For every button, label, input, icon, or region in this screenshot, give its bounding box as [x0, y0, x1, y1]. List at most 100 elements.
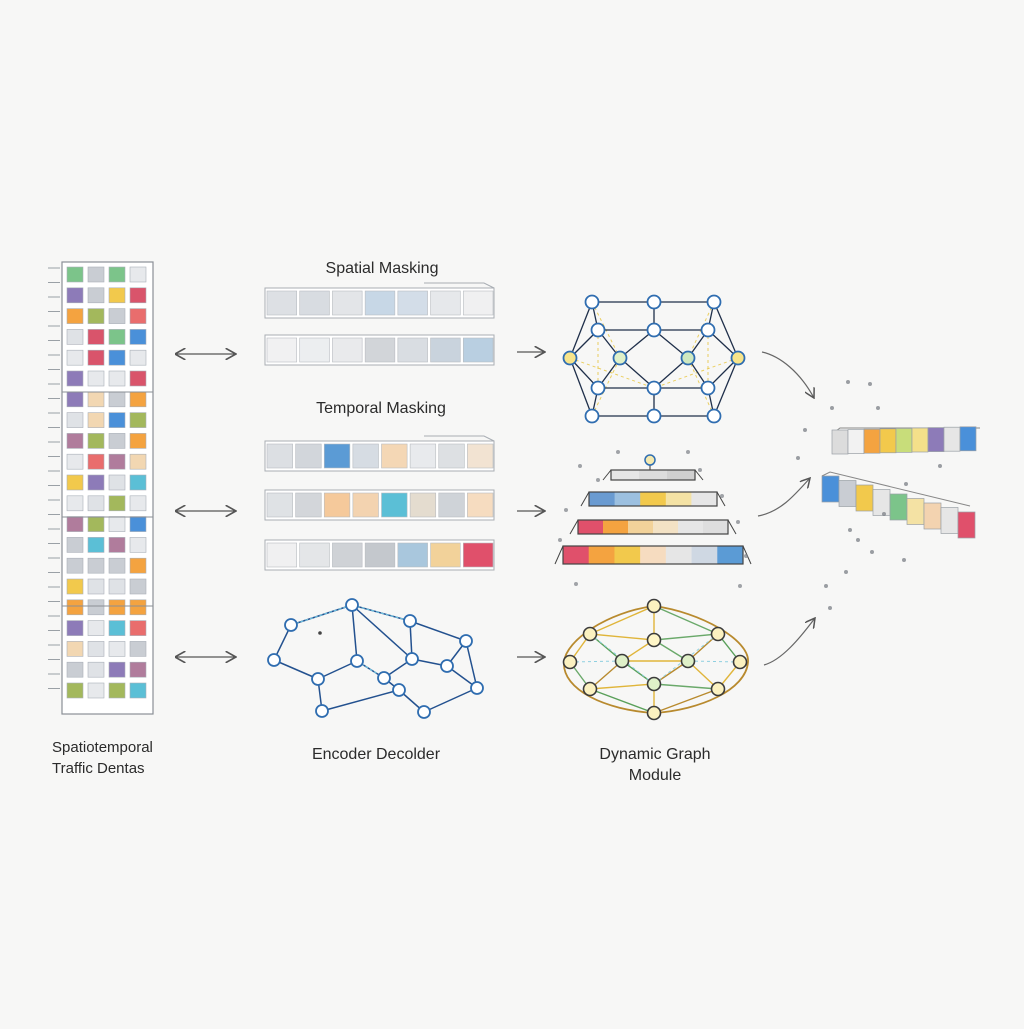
input-grid-cell: [87, 599, 105, 616]
mask-strip-tab: [424, 435, 495, 442]
stack-layer-cell: [628, 520, 654, 534]
graph2-edge: [653, 683, 719, 690]
output-strip-bottom-cell: [906, 498, 925, 525]
stack-particle: [558, 538, 562, 542]
mask-strip-cell: [409, 492, 437, 518]
temporal-masking-label: Temporal Masking: [316, 400, 446, 417]
stack-layer-cell: [589, 492, 616, 506]
output-strip-top-cell: [831, 429, 849, 455]
mask-strip-cell: [332, 542, 363, 568]
input-grid-cell: [66, 620, 84, 636]
graph2-faint-edge: [589, 633, 655, 685]
stack-top-node: [644, 454, 656, 466]
input-grid-cell: [87, 641, 105, 657]
input-grid-cell: [129, 370, 147, 387]
encoder-highlight-edge: [290, 604, 353, 626]
encoder-node: [377, 671, 391, 685]
input-grid-cell: [66, 516, 84, 532]
dynamic-graph-network: [562, 598, 749, 721]
input-grid-cell: [129, 391, 147, 408]
encoder-node: [315, 704, 329, 718]
mask-strip-cell: [299, 542, 330, 568]
encoder-node: [392, 683, 406, 697]
stack-layer-cell: [703, 520, 729, 534]
input-grid-cell: [129, 287, 147, 304]
input-grid-cell: [129, 495, 147, 512]
input-grid-cell: [129, 412, 147, 428]
mask-strip-cell: [352, 492, 379, 518]
graph1-edge: [619, 357, 655, 389]
encoder-edge: [273, 659, 319, 680]
stack-layer-edge: [569, 519, 737, 535]
input-grid-cell: [129, 537, 147, 553]
encoder-edge: [351, 604, 413, 660]
mask-strip-cell: [467, 492, 494, 518]
encoder-node: [417, 705, 431, 719]
stack-layer-edge: [580, 491, 726, 507]
input-label-line-2: Traffic Dentas: [52, 760, 145, 777]
graph1-edge: [713, 301, 739, 359]
encoder-edge: [351, 604, 358, 662]
temporal-stack-layers: [554, 450, 752, 588]
mask-strip-cell: [467, 443, 494, 469]
encoder-node: [403, 614, 417, 628]
encoder-node: [470, 681, 484, 695]
input-grid-cell: [66, 537, 84, 553]
graph2-node: [582, 626, 598, 642]
graph1-node: [700, 322, 716, 338]
input-grid-cell: [108, 641, 126, 657]
mask-strip-cell: [364, 542, 396, 568]
input-grid-cell: [66, 329, 84, 345]
input-grid-cell: [108, 599, 126, 616]
input-grid-cell: [108, 557, 126, 574]
graph2-node: [646, 705, 662, 721]
input-grid-cell: [129, 557, 147, 574]
output-strip-top-cell: [879, 428, 897, 454]
encoder-edge: [423, 687, 478, 713]
graph1-node: [646, 322, 662, 338]
graph1-node: [612, 350, 628, 366]
input-label: Spatiotemporal Traffic Dentas: [52, 737, 153, 779]
input-grid-cell: [129, 329, 147, 345]
encoder-node: [405, 652, 419, 666]
graph1-node: [730, 350, 746, 366]
input-grid-cell: [66, 641, 84, 657]
input-grid-cell: [87, 516, 105, 532]
mask-strip-tab: [424, 282, 495, 289]
output-strip-bottom-cell: [855, 484, 874, 512]
output-particle: [904, 482, 908, 486]
graph2-node: [710, 681, 726, 697]
graph1-edge: [569, 357, 593, 417]
graph1-node: [584, 294, 600, 310]
input-grid-cell: [129, 308, 147, 324]
output-strip-bottom-cell: [940, 507, 959, 534]
mask-strip-cell: [323, 443, 351, 469]
encoder-edge: [321, 689, 400, 712]
mask-strip-cell: [295, 492, 322, 518]
encoder-dot: [318, 631, 322, 635]
graph2-edge: [653, 688, 719, 714]
graph2-edge: [589, 633, 655, 641]
mask-strip-cell: [323, 492, 351, 518]
mask-strip-cell: [462, 290, 494, 316]
graph1-node: [584, 408, 600, 424]
encoder-node: [440, 659, 454, 673]
dynamic-graph-module-label: Dynamic Graph Module: [599, 744, 710, 786]
input-grid-cell: [108, 495, 126, 512]
output-strip-bottom-cell: [821, 475, 840, 503]
input-grid-cell: [129, 661, 147, 678]
mask-strip-cell: [295, 443, 322, 469]
output-particle: [882, 512, 886, 516]
input-grid-cell: [66, 266, 84, 283]
stack-layer-cell: [678, 520, 704, 534]
graph1-node: [680, 350, 696, 366]
graph1-faint-edge: [569, 357, 655, 389]
input-grid-cell: [108, 453, 126, 470]
graph2-node: [680, 653, 696, 669]
graph1-edge: [653, 357, 689, 389]
input-grid-cell: [129, 620, 147, 636]
input-grid-cell: [87, 308, 105, 324]
mask-strip-cell: [438, 492, 465, 518]
input-grid-cell: [129, 641, 147, 657]
